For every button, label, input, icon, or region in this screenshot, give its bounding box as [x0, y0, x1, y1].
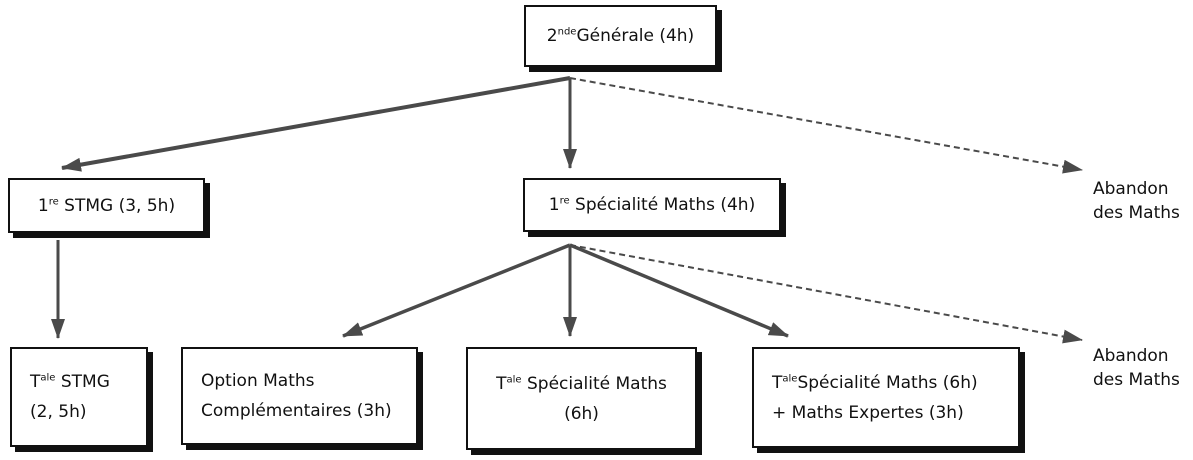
node-text: 1: [548, 195, 560, 215]
node-text: T: [30, 372, 41, 392]
node-text: Complémentaires (3h): [201, 401, 392, 421]
node-sup: ale: [782, 372, 798, 384]
node-text: + Maths Expertes (3h): [772, 402, 964, 423]
node-text: Spécialité Maths (6h): [797, 372, 978, 393]
node-text: Spécialité Maths: [521, 373, 667, 394]
node-terminale-spe-expertes: TaleSpécialité Maths (6h) + Maths Expert…: [752, 347, 1020, 448]
node-text: Abandon: [1093, 179, 1169, 199]
arrow-seconde-to-stmg: [61, 76, 571, 172]
arrow-seconde-to-abandon: [569, 77, 1083, 174]
arrow-spe-to-abandon: [569, 244, 1083, 344]
node-text: (6h): [564, 403, 599, 424]
node-abandon-1: Abandon des Maths: [1093, 177, 1180, 225]
node-text: des Maths: [1093, 203, 1180, 223]
node-text: 2: [546, 26, 558, 46]
node-sup: re: [559, 195, 570, 207]
node-seconde: 2ndeGénérale (4h): [524, 5, 717, 67]
node-text: des Maths: [1093, 370, 1180, 390]
node-text: T: [772, 372, 783, 393]
node-text: Générale (4h): [576, 26, 695, 46]
node-abandon-2: Abandon des Maths: [1093, 344, 1180, 392]
node-text: (2, 5h): [30, 402, 87, 422]
node-text: Spécialité Maths (4h): [569, 195, 756, 215]
node-sup: ale: [40, 372, 56, 384]
node-option-complementaires: Option Maths Complémentaires (3h): [181, 347, 418, 445]
node-terminale-spe: Tale Spécialité Maths (6h): [466, 347, 697, 450]
node-text: T: [496, 373, 507, 394]
node-text: 1: [37, 195, 49, 216]
node-premiere-spe: 1re Spécialité Maths (4h): [523, 178, 781, 232]
arrow-spe-to-expertes: [569, 243, 789, 338]
node-text: STMG: [55, 372, 110, 392]
node-sup: re: [48, 195, 59, 207]
node-text: Option Maths: [201, 371, 315, 391]
node-sup: nde: [557, 26, 577, 38]
node-premiere-stmg: 1re STMG (3, 5h): [8, 178, 205, 233]
node-text: Abandon: [1093, 346, 1169, 366]
node-terminale-stmg: Tale STMG (2, 5h): [10, 347, 148, 447]
node-sup: ale: [506, 373, 522, 385]
arrow-spe-to-option: [342, 243, 571, 338]
node-text: STMG (3, 5h): [58, 195, 176, 216]
